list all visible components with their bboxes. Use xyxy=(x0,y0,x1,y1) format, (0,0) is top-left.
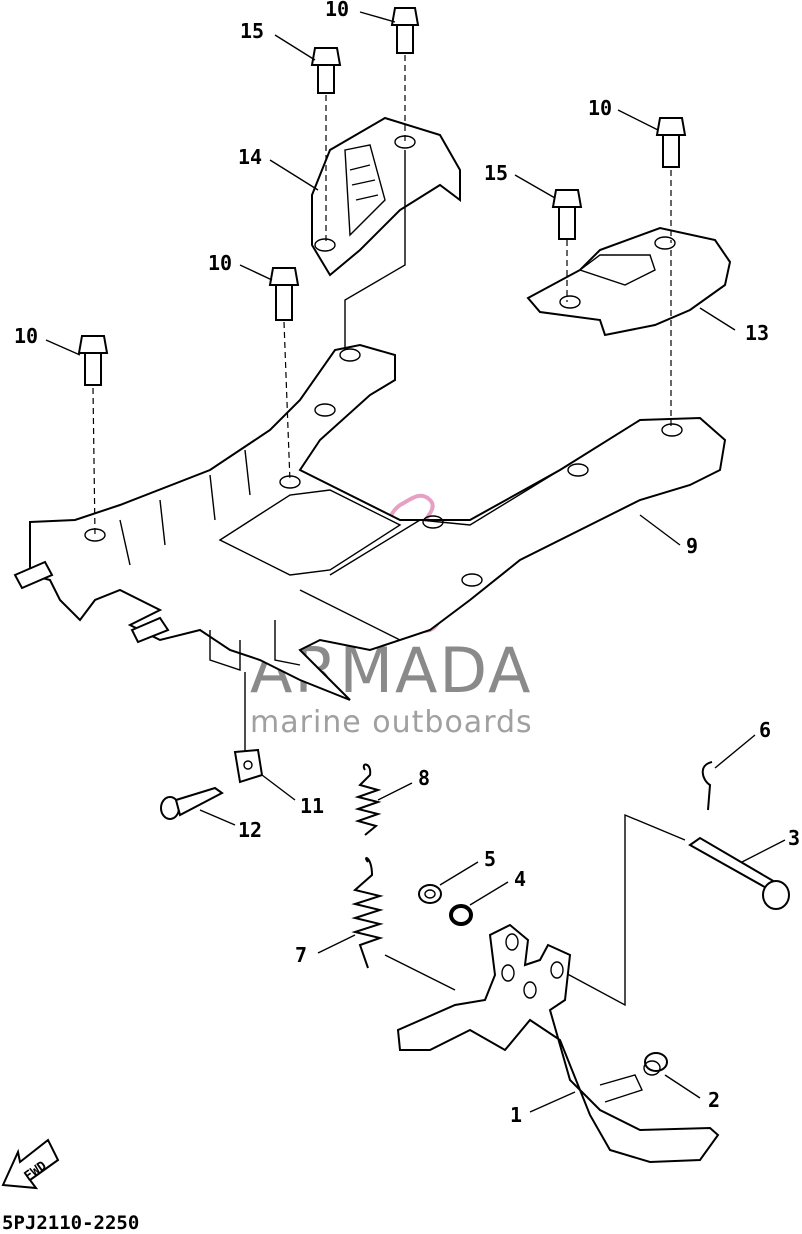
bolt-10-left xyxy=(77,335,109,386)
callout-10: 10 xyxy=(208,251,232,275)
callout-10: 10 xyxy=(14,324,38,348)
watermark-subtitle: marine outboards xyxy=(250,705,533,740)
cotter-pin-6 xyxy=(701,761,713,811)
leader-lines xyxy=(45,11,786,1113)
bracket-9 xyxy=(13,343,727,701)
clip-nut-11 xyxy=(233,748,264,784)
assembly-lines xyxy=(92,55,686,1007)
callout-10: 10 xyxy=(588,96,612,120)
callout-10: 10 xyxy=(325,0,349,21)
callout-5: 5 xyxy=(484,847,496,871)
bolt-10-middle xyxy=(268,267,300,321)
fwd-arrow-icon: FWD xyxy=(1,1138,60,1190)
bolt-15-right xyxy=(551,189,583,240)
pin-3 xyxy=(688,836,790,910)
bolt-10-right xyxy=(655,117,687,168)
callout-15: 15 xyxy=(240,19,264,43)
callout-14: 14 xyxy=(238,145,262,169)
bracket-13 xyxy=(526,226,732,337)
callout-4: 4 xyxy=(514,867,526,891)
callout-7: 7 xyxy=(295,943,307,967)
washer-5 xyxy=(418,884,442,904)
callout-2: 2 xyxy=(708,1088,720,1112)
bolt-15-top xyxy=(310,47,342,94)
callout-13: 13 xyxy=(745,321,769,345)
stand-1 xyxy=(396,923,720,1164)
bolt-10-top xyxy=(390,7,420,54)
callout-9: 9 xyxy=(686,534,698,558)
callout-11: 11 xyxy=(300,794,324,818)
callouts: 10 15 14 10 15 10 10 13 9 6 3 8 5 4 11 1… xyxy=(14,0,800,1127)
callout-3: 3 xyxy=(788,826,800,850)
callout-1: 1 xyxy=(510,1103,522,1127)
callout-15: 15 xyxy=(484,161,508,185)
bushing-2 xyxy=(643,1052,668,1076)
diagram-code: 5PJ2110-2250 xyxy=(2,1212,139,1234)
callout-8: 8 xyxy=(418,766,430,790)
o-ring-4 xyxy=(449,904,473,926)
spring-7 xyxy=(351,857,384,969)
bracket-14 xyxy=(311,116,461,277)
spring-8 xyxy=(354,763,382,836)
callout-6: 6 xyxy=(759,718,771,742)
screw-12 xyxy=(160,786,224,820)
callout-12: 12 xyxy=(238,818,262,842)
